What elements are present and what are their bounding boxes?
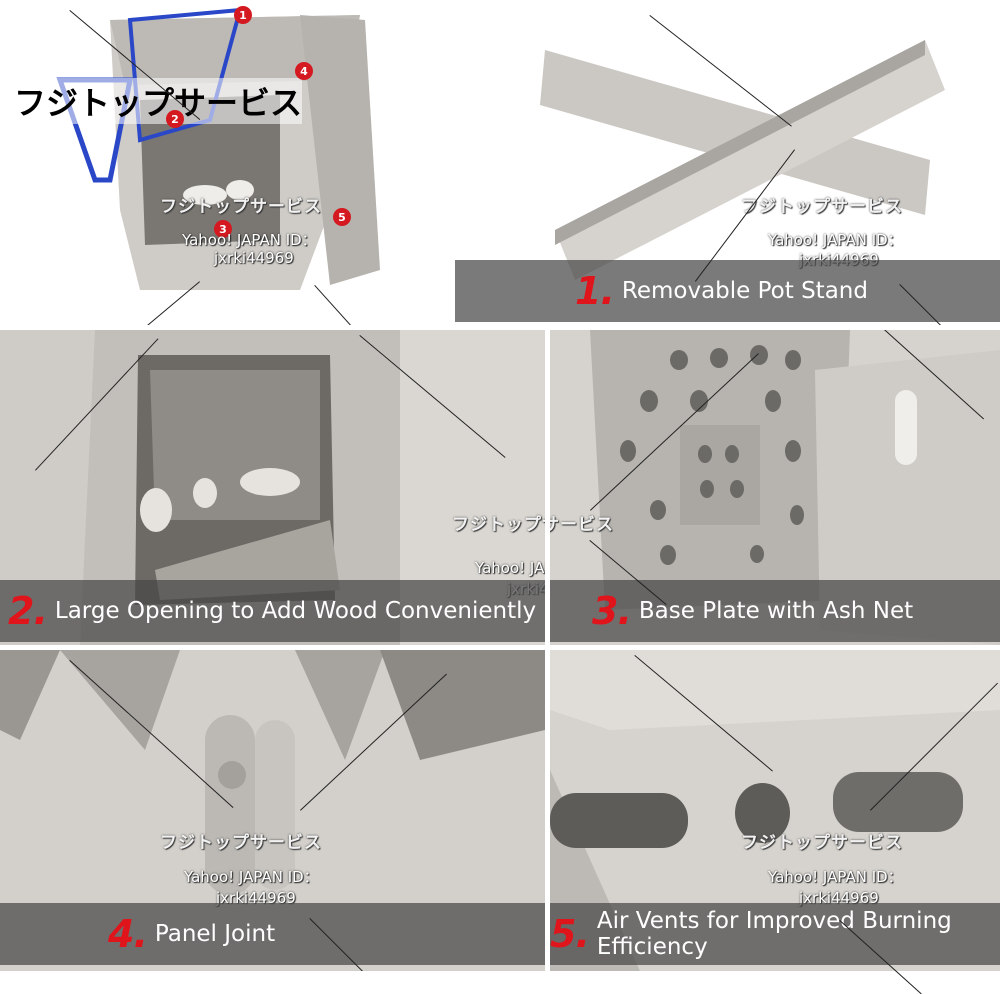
feature-label: Large Opening to Add Wood Conveniently — [54, 598, 537, 624]
marker-2: 2 — [166, 110, 184, 128]
watermark-id-value: jxrki44969 — [799, 889, 879, 907]
marker-4: 4 — [295, 62, 313, 80]
watermark-id-label: Yahoo! JAPAN ID： — [768, 231, 903, 249]
marker-1: 1 — [234, 6, 252, 24]
watermark-brand: フジトップサービス — [452, 515, 545, 535]
stove-illustration — [56, 7, 380, 290]
watermark-brand: フジトップサービス — [741, 197, 903, 217]
feature-panel-2: フジトップサービス Yahoo! JAPAN ID： jxrki44969 2.… — [0, 330, 545, 645]
feature-label: Panel Joint — [154, 921, 276, 947]
marker-5: 5 — [333, 208, 351, 226]
feature-label: Removable Pot Stand — [621, 278, 868, 304]
feature-caption-3: 3. Base Plate with Ash Net — [550, 580, 1000, 642]
feature-panel-1: フジトップサービス Yahoo! JAPAN ID： jxrki44969 1.… — [455, 0, 1000, 325]
feature-label: Base Plate with Ash Net — [638, 598, 914, 624]
feature-panel-4: フジトップサービス Yahoo! JAPAN ID： jxrki44969 4.… — [0, 650, 545, 971]
watermark-brand: フジトップサービス — [550, 515, 614, 535]
watermark-id-value: jxrki44969 — [214, 249, 294, 267]
feature-caption-4: 4. Panel Joint — [0, 903, 545, 965]
feature-number: 1. — [575, 269, 615, 313]
air-vent — [735, 783, 790, 843]
feature-number: 2. — [8, 589, 48, 633]
feature-panel-3: フジトップサービス 3. Base Plate with Ash Net — [550, 330, 1000, 645]
watermark-id-label: Yahoo! JAPAN ID： — [475, 559, 545, 577]
feature-caption-2: 2. Large Opening to Add Wood Convenientl… — [0, 580, 545, 642]
overview-panel: フジトップサービス 1 2 3 4 5 フジトップサービス Yahoo! JAP… — [0, 0, 450, 325]
feature-number: 3. — [592, 589, 632, 633]
pot-stand-illustration — [540, 40, 945, 280]
watermark-id-label: Yahoo! JAPAN ID： — [182, 231, 317, 249]
watermark-brand: フジトップサービス — [741, 833, 903, 853]
feature-number: 4. — [108, 912, 148, 956]
feature-number: 5. — [550, 912, 590, 956]
watermark-brand: フジトップサービス — [160, 833, 322, 853]
marker-3: 3 — [214, 220, 232, 238]
feature-caption-5: 5. Air Vents for Improved Burning Effici… — [550, 903, 1000, 965]
watermark-id-value: jxrki44969 — [216, 889, 296, 907]
air-vent — [550, 793, 688, 848]
feature-panel-5: フジトップサービス Yahoo! JAPAN ID： jxrki44969 5.… — [550, 650, 1000, 994]
watermark-id-label: Yahoo! JAPAN ID： — [184, 868, 319, 886]
feature-caption-1: 1. Removable Pot Stand — [455, 260, 1000, 322]
feature-label: Air Vents for Improved Burning Efficienc… — [596, 908, 952, 960]
watermark-id-label: Yahoo! JAPAN ID： — [768, 868, 903, 886]
watermark-brand: フジトップサービス — [160, 197, 322, 217]
